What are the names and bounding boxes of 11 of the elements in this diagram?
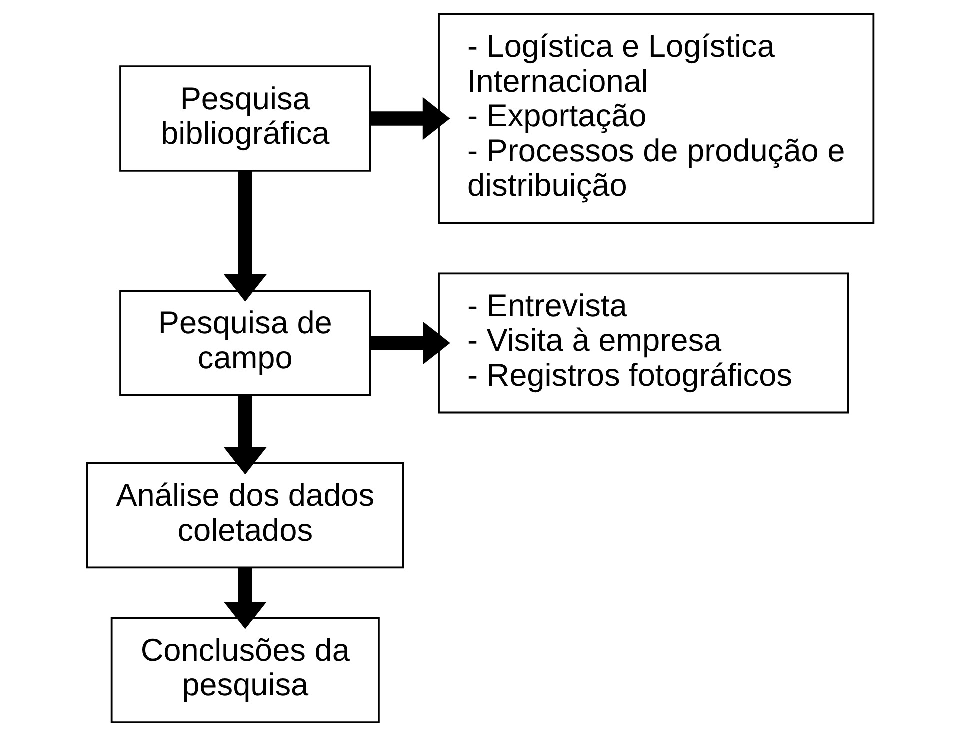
node-box: Pesquisa bibliográfica [119,66,371,172]
arrow [223,568,266,630]
arrow [223,396,266,475]
arrow [223,171,266,302]
node-box: Conclusões da pesquisa [110,617,380,724]
arrow [370,97,450,140]
node-box: - Entrevista - Visita à empresa - Registros fotográficos [438,272,849,414]
node-box: Pesquisa de campo [119,290,371,396]
node-box: - Logística e Logística Internacional - Exportação - Processos de produção e distribuição [438,14,874,224]
node-box: Análise dos dados coletados [86,462,404,569]
arrow [370,322,450,365]
